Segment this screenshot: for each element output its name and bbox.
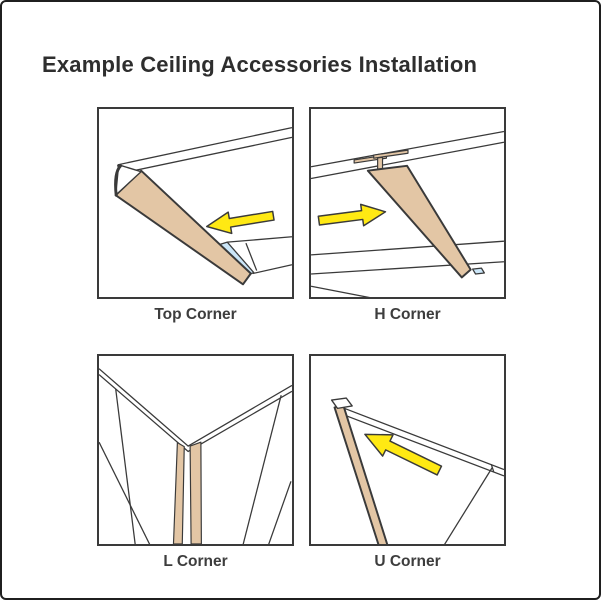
page-title: Example Ceiling Accessories Installation bbox=[42, 52, 478, 77]
u-corner-illustration bbox=[330, 397, 504, 544]
ceiling-v-trim bbox=[99, 368, 292, 453]
blue-insert-tip bbox=[471, 267, 486, 275]
top-corner-panel bbox=[97, 107, 294, 299]
h-corner-illustration bbox=[311, 130, 504, 297]
panel-edge-lines bbox=[227, 236, 292, 275]
up-left-arrow-icon bbox=[364, 433, 443, 476]
corner-end-cap bbox=[330, 397, 353, 410]
wall-panel-lines bbox=[99, 388, 292, 544]
right-arrow-icon bbox=[317, 203, 387, 227]
left-arrow-icon bbox=[206, 210, 275, 235]
wall-joint-line bbox=[444, 467, 493, 544]
u-corner-label: U Corner bbox=[374, 553, 441, 570]
top-corner-illustration bbox=[114, 126, 292, 286]
top-corner-label: Top Corner bbox=[154, 306, 237, 323]
h-corner-accessory bbox=[366, 164, 472, 279]
ceiling-strip bbox=[117, 126, 292, 175]
l-corner-accessory bbox=[172, 441, 202, 544]
l-corner-illustration bbox=[99, 368, 292, 544]
h-corner-panel bbox=[309, 107, 506, 299]
u-corner-accessory bbox=[333, 404, 389, 544]
l-corner-panel bbox=[97, 354, 294, 546]
h-corner-label: H Corner bbox=[374, 306, 441, 323]
l-corner-label: L Corner bbox=[163, 553, 228, 570]
corner-end-cap bbox=[114, 164, 142, 197]
ceiling-strip bbox=[311, 130, 504, 180]
panel-edge-lines bbox=[311, 240, 504, 297]
u-corner-panel bbox=[309, 354, 506, 546]
